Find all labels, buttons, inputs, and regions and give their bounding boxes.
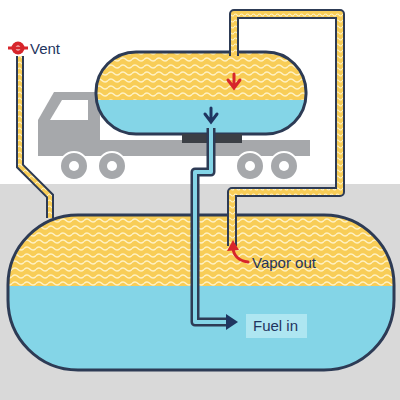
fuel-arrow — [226, 314, 238, 330]
vent-cap — [8, 42, 28, 55]
box-text: Fuel in — [253, 317, 300, 334]
vent-label: Vent — [30, 40, 60, 57]
fuel-flow-arrow — [205, 108, 217, 122]
ground — [0, 184, 400, 400]
truck — [38, 92, 310, 156]
vapor-pipe — [232, 14, 340, 246]
truck-wheels — [60, 152, 298, 180]
vapor-pipe-fill — [232, 14, 340, 246]
vapor-out-arrowhead — [227, 240, 239, 251]
vent-pipe-fill — [20, 56, 50, 218]
vapor-arrow-in — [228, 74, 240, 88]
storage-tank-outline — [8, 215, 394, 370]
fuel-pipe — [195, 128, 230, 322]
storage-tank — [8, 215, 394, 370]
fuel-pipe-fill — [195, 128, 230, 322]
vent-pipe — [20, 56, 50, 218]
cab-window — [50, 100, 88, 120]
fuel-in-box: Fuel in — [246, 314, 307, 338]
truck-tank-outline — [96, 52, 306, 134]
vapor-label: Vapor out — [252, 254, 316, 271]
truck-tank — [96, 52, 306, 134]
